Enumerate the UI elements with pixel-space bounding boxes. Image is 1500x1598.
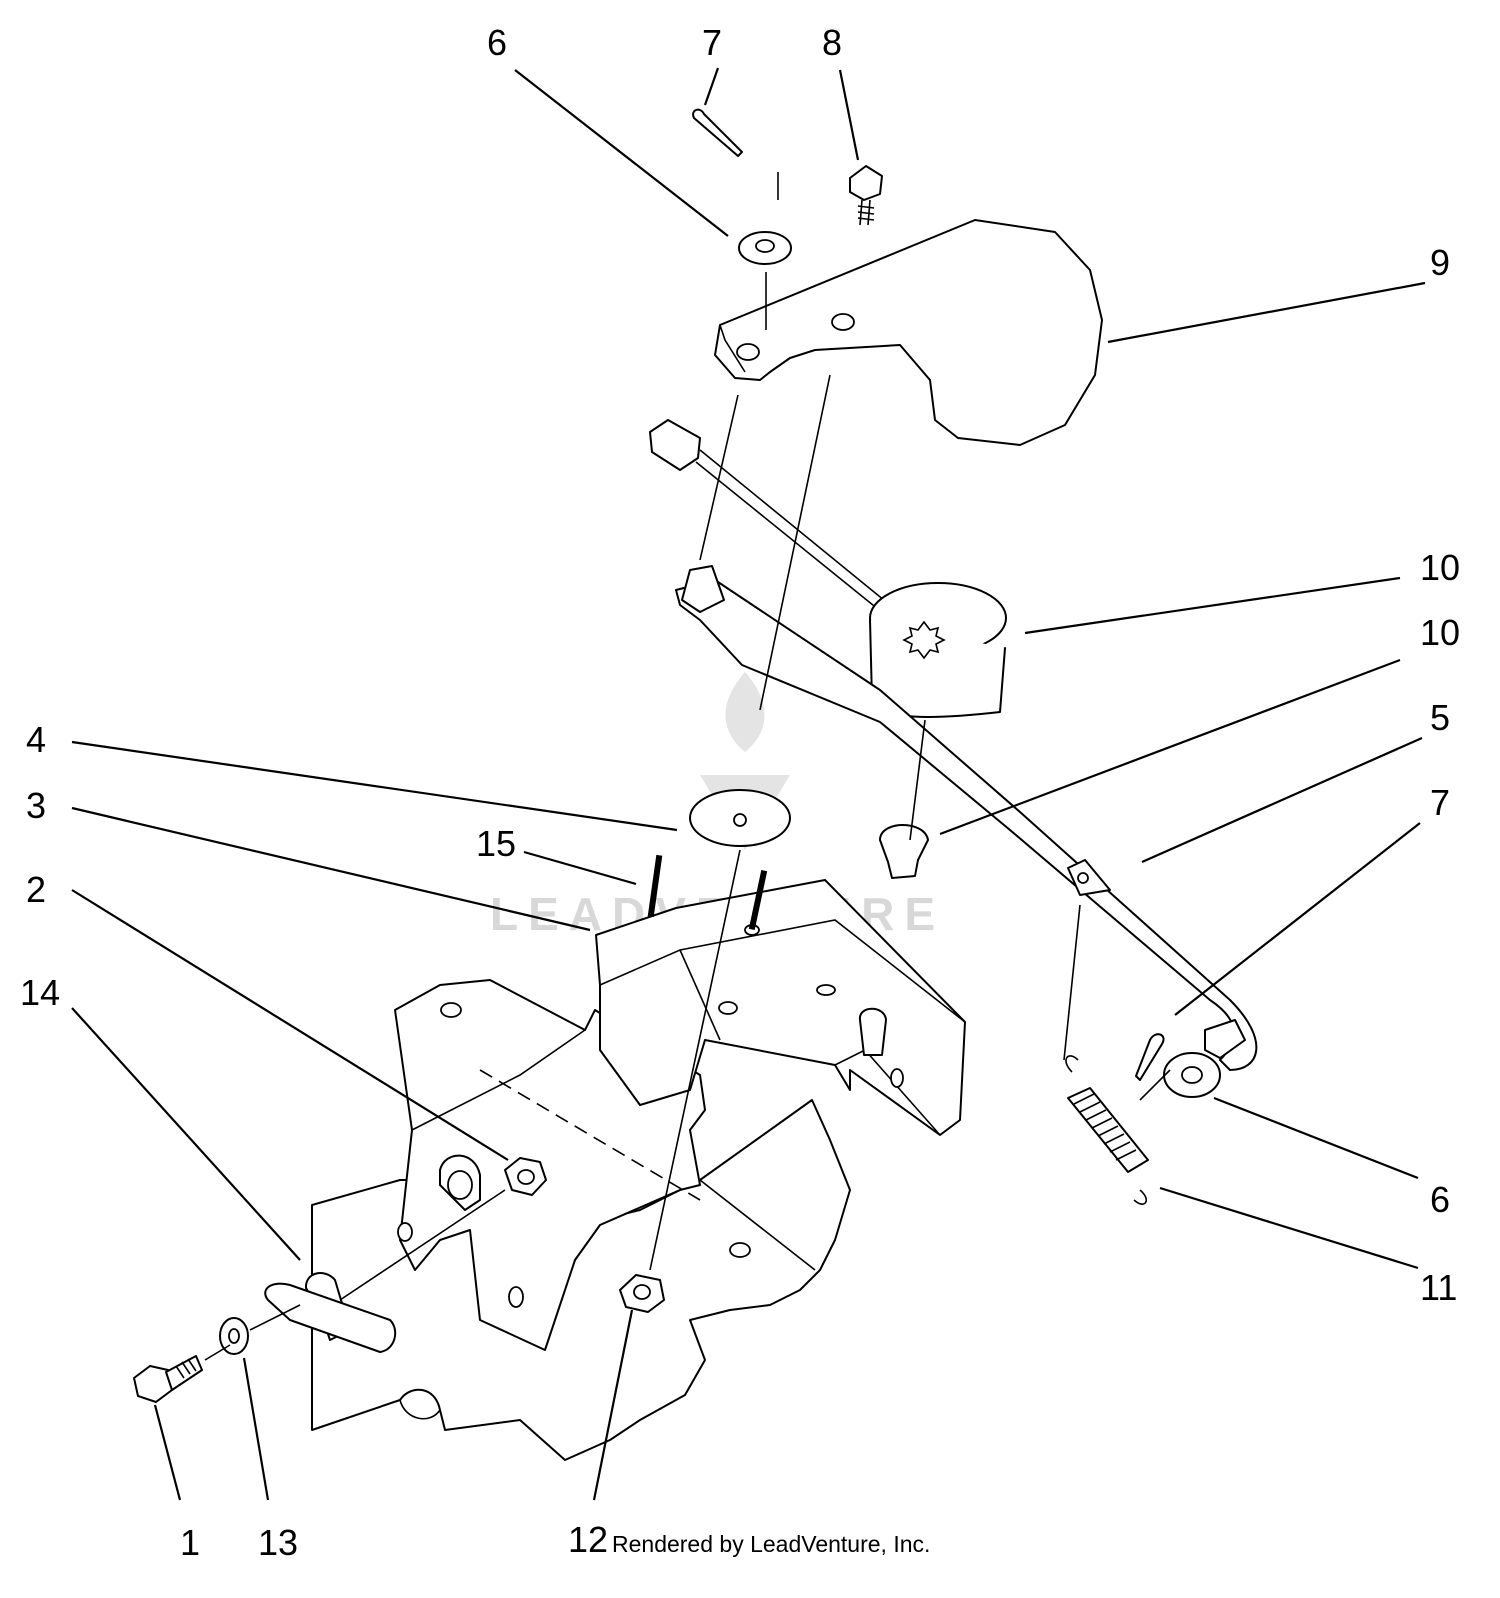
safety-switch bbox=[649, 419, 1007, 718]
callout-15: 15 bbox=[476, 823, 516, 864]
callout-7-right: 7 bbox=[1430, 782, 1450, 823]
callout-1: 1 bbox=[180, 1522, 200, 1563]
cotter-pin-7-right bbox=[1135, 1033, 1165, 1081]
assembly-axes bbox=[204, 172, 1171, 1361]
callout-6-top: 6 bbox=[487, 22, 507, 63]
callout-9: 9 bbox=[1430, 242, 1450, 283]
control-rod bbox=[675, 565, 1258, 1071]
callout-2: 2 bbox=[26, 869, 46, 910]
roll-pins bbox=[647, 854, 768, 930]
callout-10-lower: 10 bbox=[1420, 612, 1460, 653]
callout-8: 8 bbox=[822, 22, 842, 63]
callout-10-upper: 10 bbox=[1420, 547, 1460, 588]
callout-11: 11 bbox=[1420, 1267, 1457, 1308]
bushing-10 bbox=[879, 824, 929, 879]
callout-3: 3 bbox=[26, 785, 46, 826]
callout-6-right: 6 bbox=[1430, 1179, 1450, 1220]
callout-4: 4 bbox=[26, 719, 46, 760]
spring-11 bbox=[1065, 1055, 1149, 1205]
bolt-8 bbox=[849, 165, 883, 201]
callout-13: 13 bbox=[258, 1522, 298, 1563]
interlock-plate bbox=[714, 219, 1103, 446]
leader-lines bbox=[71, 67, 1426, 1501]
hardware bbox=[133, 108, 1221, 1403]
callout-12: 12 bbox=[568, 1519, 608, 1560]
callout-5: 5 bbox=[1430, 697, 1450, 738]
callout-14: 14 bbox=[20, 972, 60, 1013]
render-credit: Rendered by LeadVenture, Inc. bbox=[612, 1531, 930, 1557]
callout-labels: 6 7 8 9 10 10 5 7 4 3 15 2 14 6 11 1 13 … bbox=[20, 22, 1460, 1563]
bolt-1 bbox=[133, 1355, 203, 1403]
cotter-pin-7-top bbox=[692, 108, 743, 157]
main-bracket bbox=[595, 879, 966, 1136]
callout-7-top: 7 bbox=[702, 22, 722, 63]
